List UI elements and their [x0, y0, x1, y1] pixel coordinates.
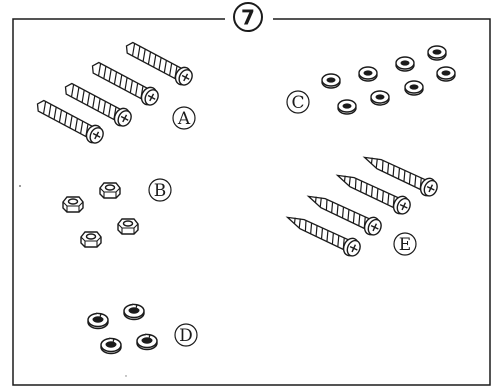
- flat-washer: [404, 80, 424, 96]
- flat-washer: [358, 66, 378, 82]
- part-group-a: A: [32, 37, 196, 147]
- hex-nut: [80, 231, 102, 248]
- hex-nut: [99, 182, 121, 199]
- flat-washer: [395, 56, 415, 72]
- label-circle-c: [286, 90, 310, 114]
- label-d: D: [179, 326, 193, 346]
- part-group-c: C: [286, 45, 456, 115]
- part-group-b: B: [62, 178, 172, 248]
- label-a: A: [177, 109, 191, 129]
- panel-border: [12, 18, 491, 386]
- label-b: B: [154, 181, 167, 201]
- step-number: 7: [241, 6, 255, 30]
- part-group-d: D: [87, 303, 198, 355]
- lock-washer: [100, 337, 122, 355]
- flat-washer: [321, 73, 341, 89]
- flat-washer: [370, 90, 390, 106]
- flat-washer: [337, 99, 357, 115]
- label-c: C: [291, 93, 304, 113]
- flat-washer: [436, 66, 456, 82]
- hex-nut: [117, 218, 139, 235]
- label-e: E: [399, 235, 411, 255]
- speck: [19, 185, 21, 187]
- speck: [125, 375, 127, 377]
- part-group-e: E: [283, 148, 441, 260]
- flat-washer: [427, 45, 447, 61]
- label-circle-b: [148, 178, 172, 202]
- lock-washer: [87, 312, 109, 330]
- lock-washer: [123, 303, 145, 321]
- lock-washer: [136, 333, 158, 351]
- label-circle-e: [393, 232, 417, 256]
- label-circle-d: [174, 323, 198, 347]
- label-circle-a: [172, 106, 196, 130]
- step-badge: 7: [225, 2, 273, 33]
- hex-nut: [62, 196, 84, 213]
